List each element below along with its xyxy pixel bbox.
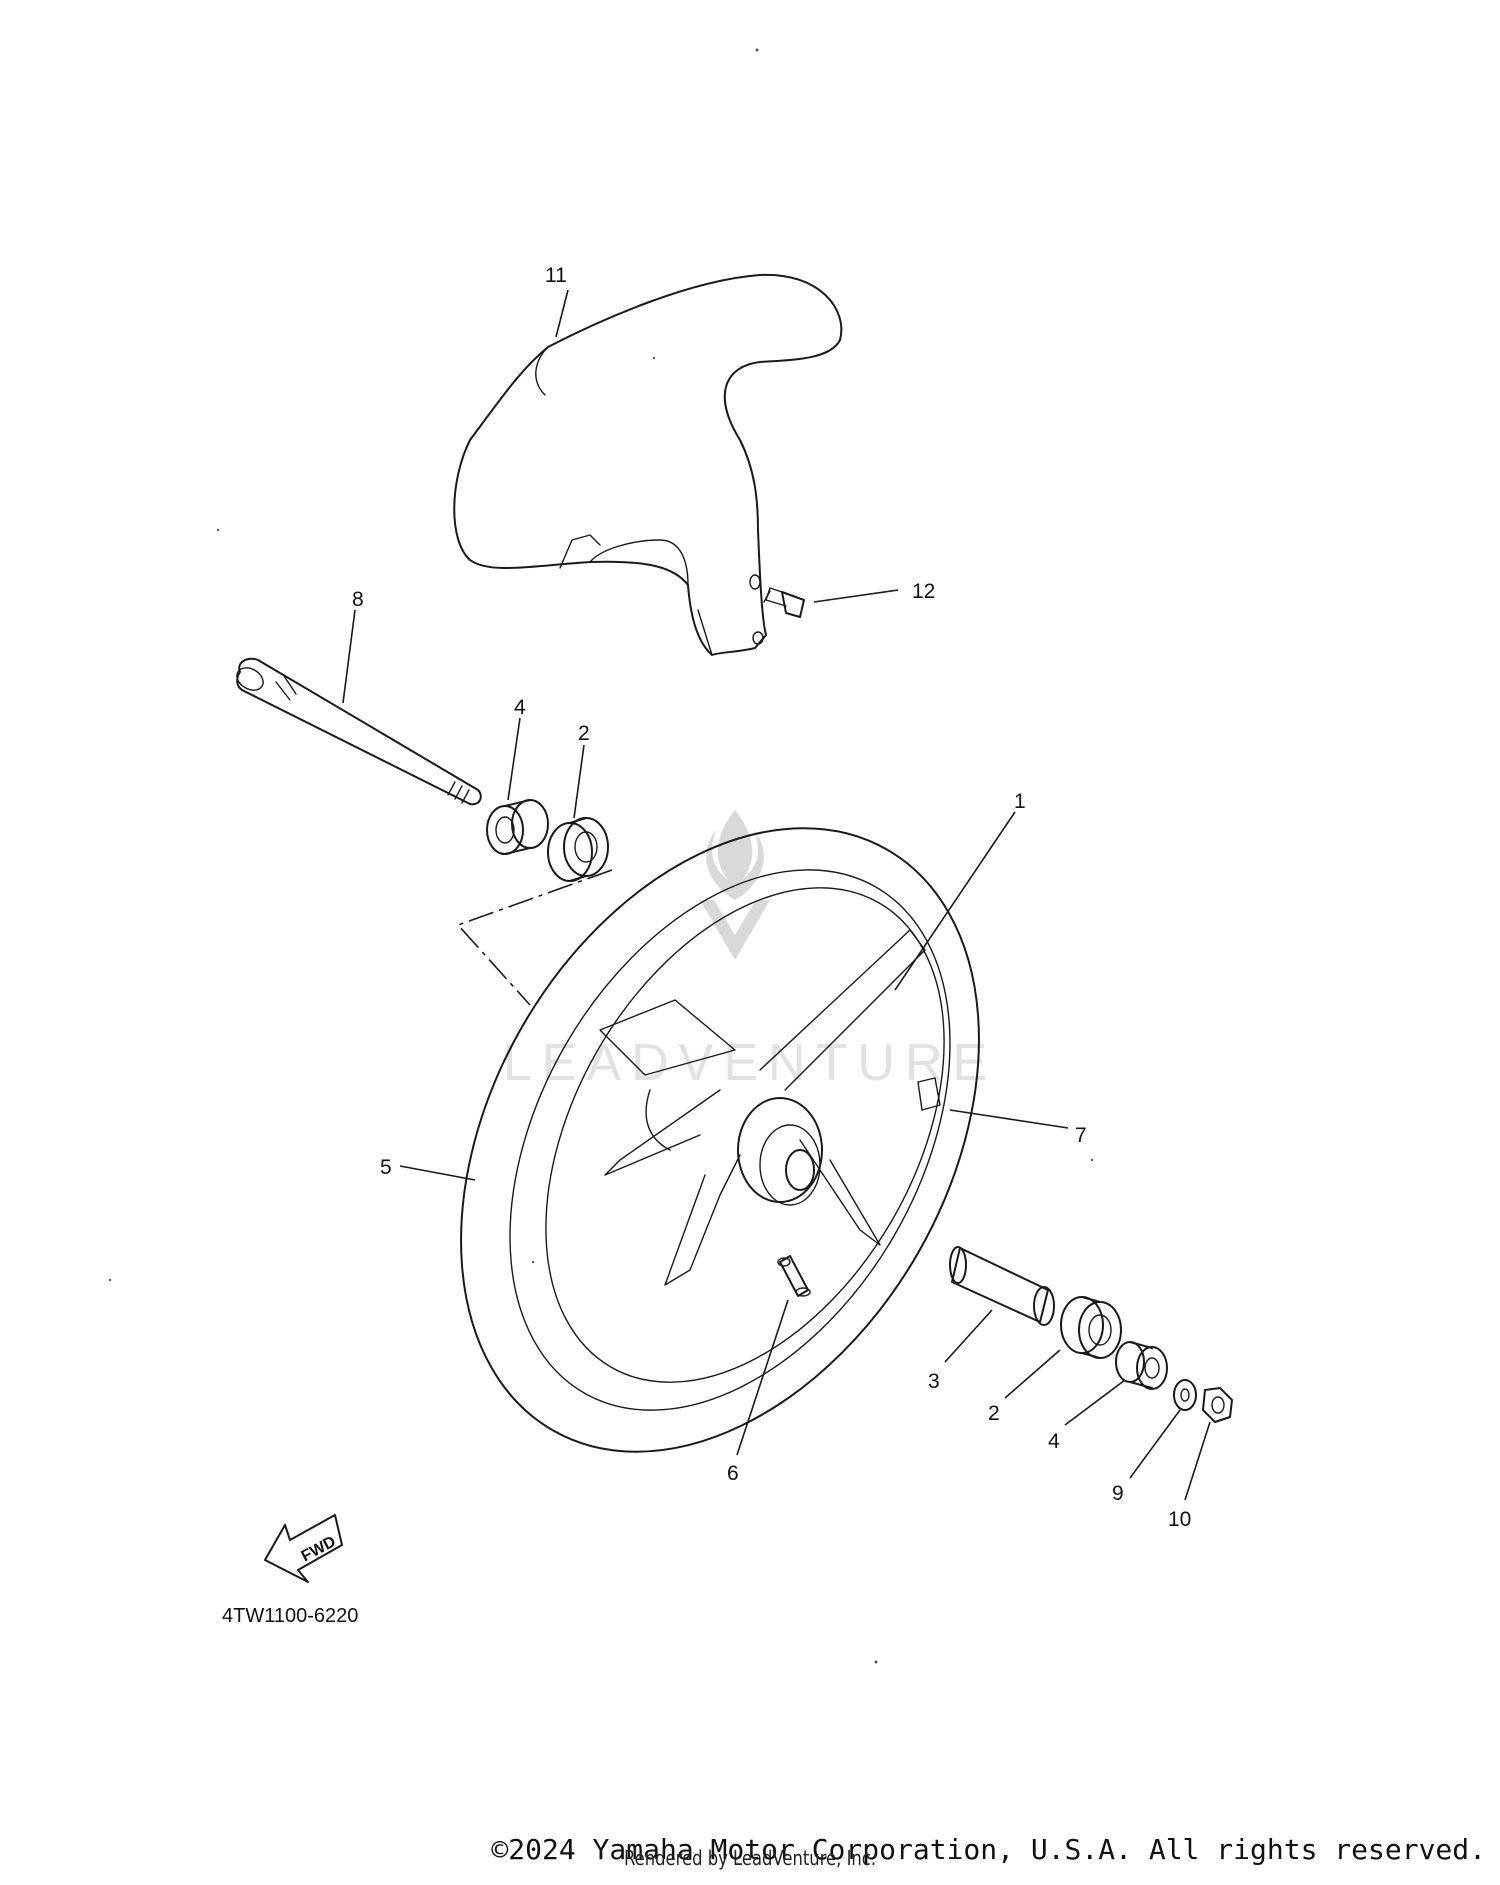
callout-6: 6 [727,1462,739,1485]
watermark-text: LEADVENTURE [503,1034,997,1092]
leader-lines [342,289,1211,1501]
fwd-label: FWD [299,1533,339,1565]
callout-8: 8 [352,588,364,611]
tire-valve [777,1255,811,1297]
bearing-left [547,817,609,882]
copyright-footer: ©2024 Yamaha Motor Corporation, U.S.A. A… [491,1833,1486,1866]
callouts: 11 12 8 4 2 1 7 5 3 2 4 6 9 10 [352,264,1191,1531]
bearing-right [1060,1296,1122,1359]
callout-2-right: 2 [988,1402,1000,1425]
callout-1: 1 [1014,790,1026,813]
axle-centerline [456,869,613,1006]
callout-9: 9 [1112,1482,1124,1505]
washer [1173,1379,1197,1411]
leadventure-watermark: LEADVENTURE [503,810,997,1092]
callout-11: 11 [545,264,567,287]
callout-7: 7 [1075,1124,1087,1147]
rendered-by-credit: Rendered by LeadVenture, Inc. [623,1846,877,1870]
front-fender [453,273,843,656]
callout-2-left: 2 [578,722,590,745]
axle-nut [1202,1387,1233,1423]
spacer [949,1246,1055,1326]
scan-specks [108,48,1094,1664]
label-sticker [917,1077,941,1111]
front-wheel [460,827,980,1453]
collar-left [486,799,549,855]
callout-12: 12 [912,580,935,603]
bolt [763,587,805,618]
callout-4-right: 4 [1048,1430,1060,1453]
callout-4-left: 4 [514,696,526,719]
callout-3: 3 [928,1370,940,1393]
fwd-arrow: FWD [264,1514,343,1583]
front-axle [236,657,482,806]
callout-10: 10 [1168,1508,1191,1531]
collar-right [1115,1341,1168,1390]
callout-5: 5 [380,1156,392,1179]
part-code: 4TW1100-6220 [222,1605,358,1627]
